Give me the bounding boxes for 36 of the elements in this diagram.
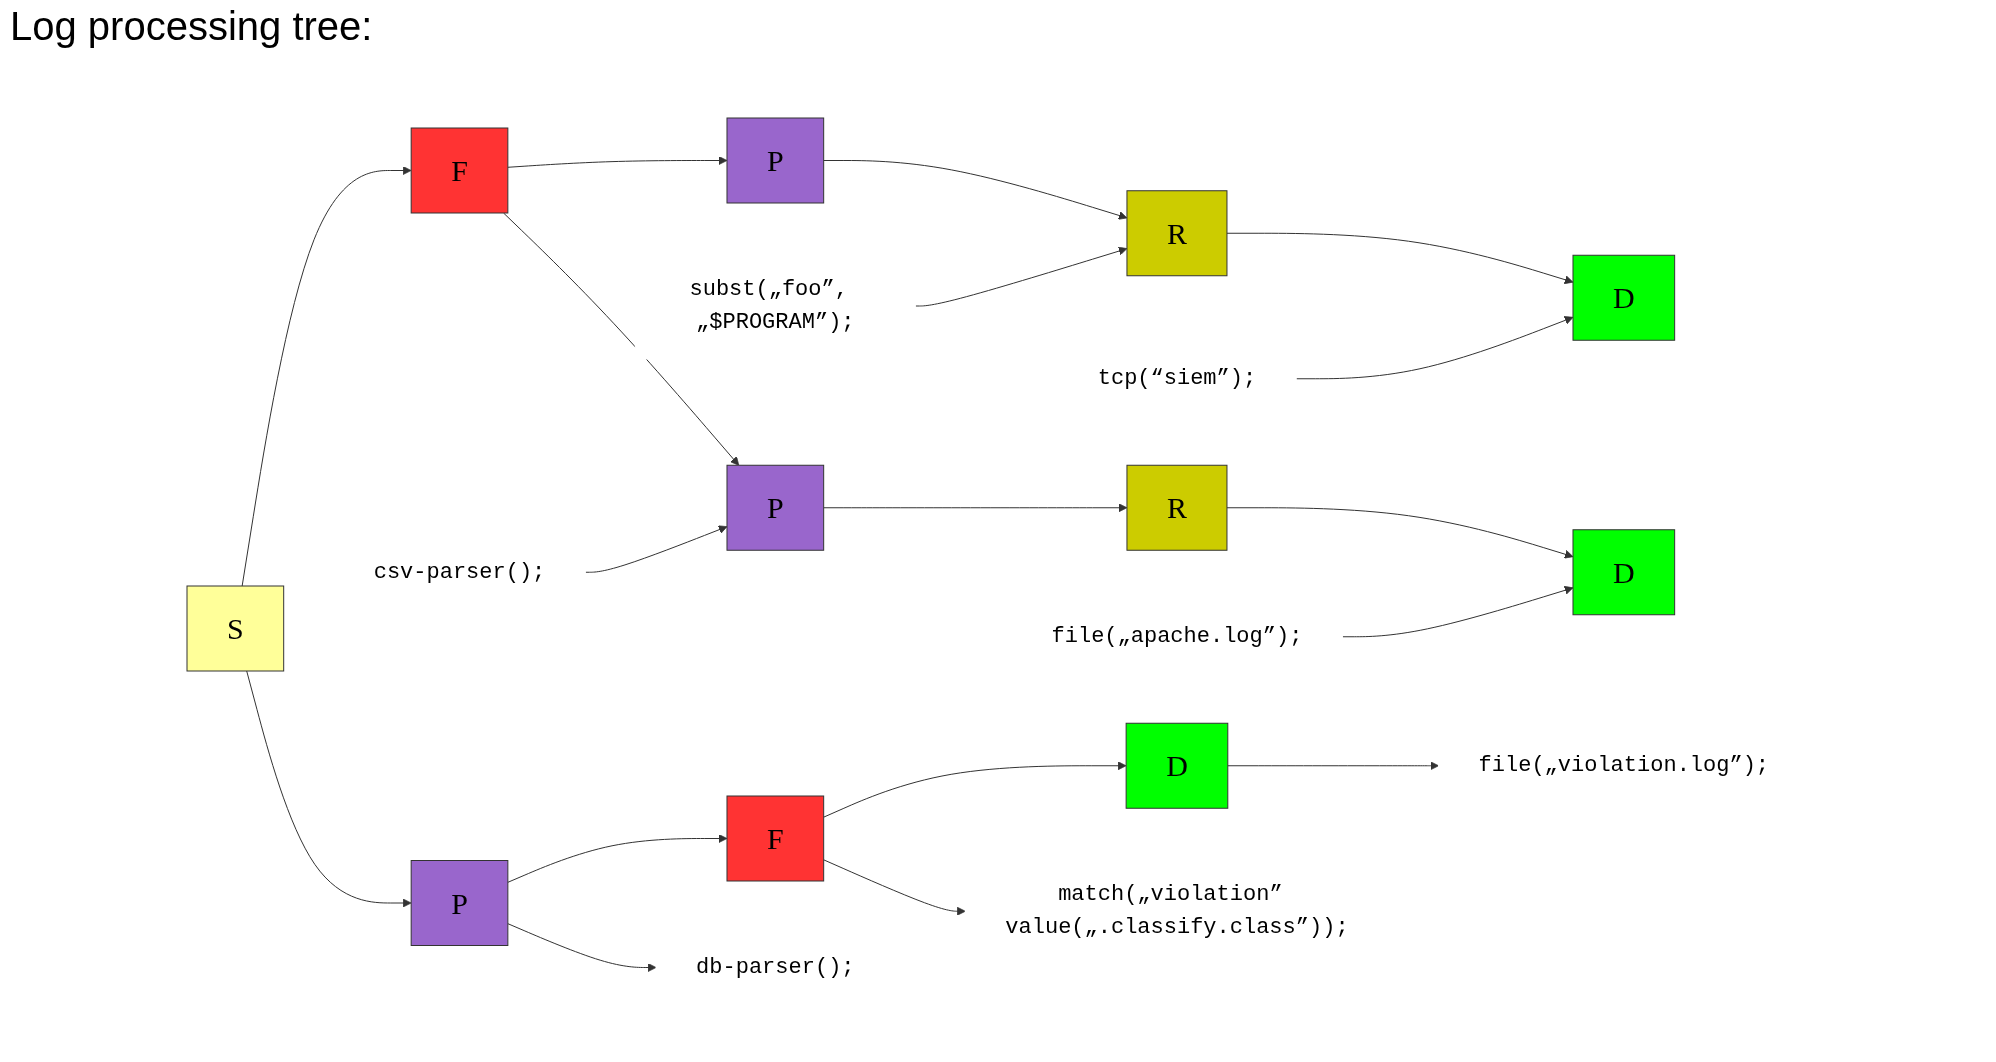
arrow [823,859,966,916]
arrow [507,156,728,168]
node-box: R [1126,190,1228,277]
node-text: db-parser(); [696,955,855,980]
arrow [1227,761,1439,771]
arrow [1226,232,1574,285]
arrow [823,503,1128,513]
arrow [507,923,657,972]
arrow [503,212,740,466]
node-box: D [1572,254,1676,341]
diagram-title: Log processing tree: [10,4,373,49]
arrow [1295,316,1574,380]
arrow [584,525,728,573]
arrow [246,670,412,908]
arrow [241,166,412,587]
arrow [914,246,1128,307]
node-text: file(„violation.log”); [1478,753,1770,779]
arrow [507,834,728,883]
node-box: R [1126,464,1228,551]
node-box: D [1572,529,1676,616]
node-text: tcp(“siem”); [1097,366,1257,392]
node-box: P [726,117,825,204]
node-box: P [726,464,825,551]
node-box: D [1125,722,1229,809]
node-box: P [410,860,509,946]
arrow [823,761,1127,818]
node-box: F [726,795,825,882]
node-text: file(„apache.log”); [1051,624,1303,650]
node-text: subst(„foo”, „$PROGRAM”); [689,277,855,335]
node-text: csv-parser(); [373,559,546,585]
node-box: S [186,585,285,672]
arrow [1341,585,1574,638]
node-box: F [410,127,509,214]
node-text: match(„violation” value(„.classify.class”)); [1005,882,1349,941]
arrow [823,160,1128,220]
arrow [1226,507,1574,559]
